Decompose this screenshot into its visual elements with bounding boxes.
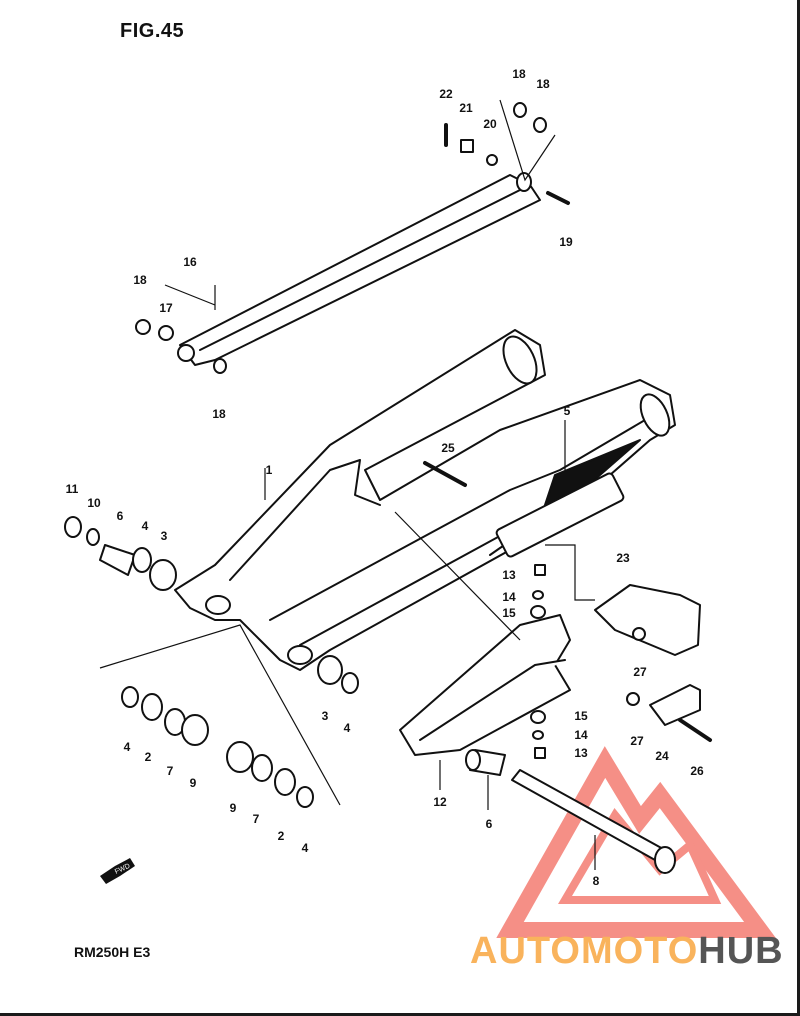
callout-26: 26 xyxy=(690,764,704,778)
bearing-stack-lower-a xyxy=(121,686,209,746)
watermark-brand: AUTOMOTOHUB xyxy=(470,930,784,973)
callout-25: 25 xyxy=(441,441,455,455)
callout-3: 3 xyxy=(322,709,329,723)
callout-4: 4 xyxy=(142,519,149,533)
callout-18: 18 xyxy=(512,67,526,81)
callout-1: 1 xyxy=(266,463,273,477)
callout-14: 14 xyxy=(574,728,588,742)
callout-3: 3 xyxy=(161,529,168,543)
callout-6: 6 xyxy=(117,509,124,523)
chain-buffer xyxy=(399,614,571,756)
callout-4: 4 xyxy=(344,721,351,735)
callout-13: 13 xyxy=(502,568,516,582)
callout-27: 27 xyxy=(633,665,647,679)
callout-20: 20 xyxy=(483,117,497,131)
callout-18: 18 xyxy=(212,407,226,421)
callout-7: 7 xyxy=(253,812,260,826)
callout-4: 4 xyxy=(124,740,131,754)
collar-6 xyxy=(465,749,506,776)
swingarm xyxy=(174,329,676,671)
callout-7: 7 xyxy=(167,764,174,778)
callout-9: 9 xyxy=(190,776,197,790)
callout-15: 15 xyxy=(502,606,516,620)
callout-4: 4 xyxy=(302,841,309,855)
fwd-arrow: FWD xyxy=(100,858,135,884)
watermark-brand-part1: AUTOMOTO xyxy=(470,930,699,972)
torque-rod xyxy=(177,172,541,366)
callout-13: 13 xyxy=(574,746,588,760)
callout-27: 27 xyxy=(630,734,644,748)
model-code: RM250H E3 xyxy=(74,944,151,960)
callout-19: 19 xyxy=(559,235,573,249)
bearing-center xyxy=(317,655,359,694)
callout-2: 2 xyxy=(145,750,152,764)
callout-2: 2 xyxy=(278,829,285,843)
bearing-stack-left xyxy=(64,516,177,591)
leader-lines xyxy=(99,99,596,870)
callout-9: 9 xyxy=(230,801,237,815)
callout-18: 18 xyxy=(133,273,147,287)
callout-17: 17 xyxy=(159,301,173,315)
watermark-brand-part2: HUB xyxy=(698,930,784,972)
chain-guide xyxy=(594,584,701,656)
frame-border-bottom xyxy=(0,1013,800,1016)
callout-10: 10 xyxy=(87,496,101,510)
callout-12: 12 xyxy=(433,795,447,809)
callout-6: 6 xyxy=(486,817,493,831)
callout-16: 16 xyxy=(183,255,197,269)
callout-8: 8 xyxy=(593,874,600,888)
callout-14: 14 xyxy=(502,590,516,604)
pivot-axle xyxy=(511,769,676,874)
figure-title: FIG.45 xyxy=(120,20,185,42)
callout-15: 15 xyxy=(574,709,588,723)
callout-5: 5 xyxy=(564,404,571,418)
frame-border-right xyxy=(797,0,800,1016)
callout-23: 23 xyxy=(616,551,630,565)
callout-21: 21 xyxy=(459,101,473,115)
callout-18: 18 xyxy=(536,77,550,91)
callout-22: 22 xyxy=(439,87,453,101)
fasteners xyxy=(135,102,712,759)
callout-labels: 2221201818191618171815251110643131415232… xyxy=(66,67,704,888)
bearing-stack-lower-b xyxy=(226,741,314,808)
callout-11: 11 xyxy=(66,482,79,496)
callout-24: 24 xyxy=(655,749,669,763)
chain-adjuster-block xyxy=(649,684,701,726)
